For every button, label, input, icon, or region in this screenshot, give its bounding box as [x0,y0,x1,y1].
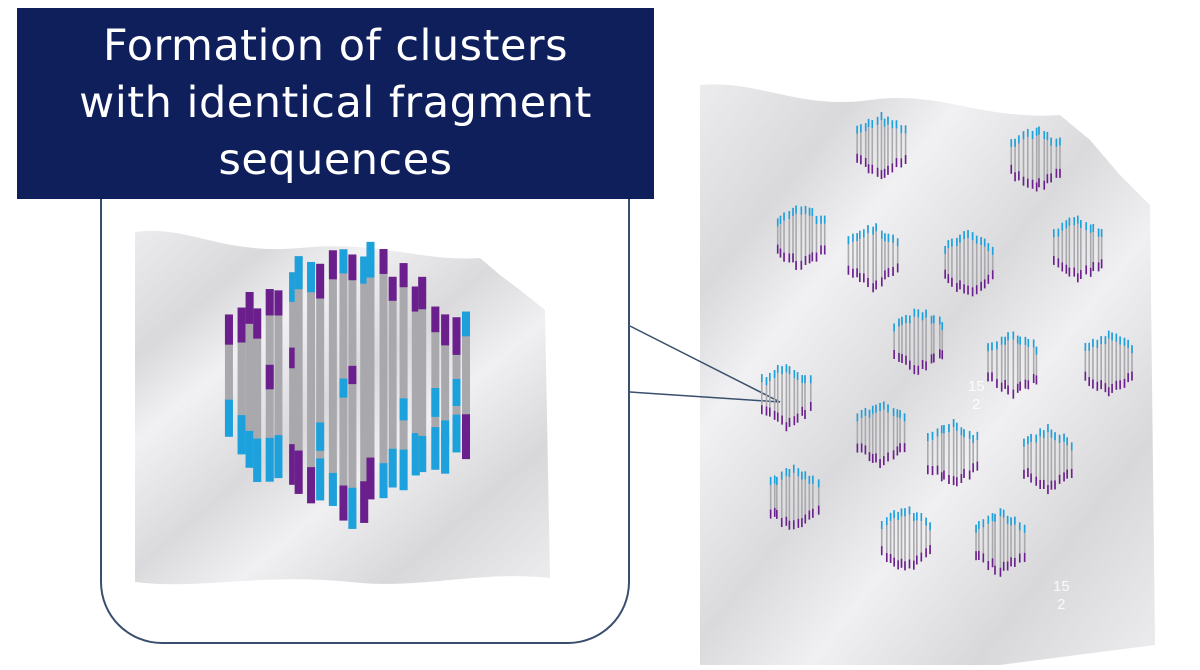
dna-cluster-icon [856,112,907,180]
fragment-strand [339,249,348,521]
watermark-number: 15 2 [968,378,985,413]
callout-connector-lower [629,391,781,403]
fragment-strand [289,272,298,485]
fragment-strand [348,254,357,529]
fragment-strand [431,306,440,470]
fragment-strand [441,314,450,474]
fragment-strand [379,249,388,499]
title-line-3: sequences [218,135,453,185]
dna-cluster-icon [847,223,899,293]
watermark-number: 15 2 [1053,578,1070,613]
dna-cluster-icon [893,308,944,375]
dna-cluster-icon [761,364,812,432]
fragment-strand [307,261,316,504]
fragment-strand [462,311,471,460]
fragment-strand [253,308,262,482]
dna-cluster-icon [975,508,1026,577]
dna-cluster-icon [927,419,979,487]
flowcell-surface [700,84,1155,665]
dna-cluster-icon [1023,424,1073,495]
diagram-title: Formation of clusters with identical fra… [17,8,654,199]
fragment-strand [245,291,254,468]
dna-cluster-icon [856,401,906,469]
fragment-strand [388,276,397,488]
dna-cluster-icon [987,331,1038,399]
fragment-strand [399,263,408,491]
fragment-strand [274,290,283,479]
fragment-strand [418,276,427,473]
fragment-strand [360,256,369,523]
dna-cluster-icon [944,229,994,297]
fragment-strand [265,289,274,482]
dna-cluster-icon [769,464,820,530]
fragment-strand [328,250,337,506]
fragment-strand [224,314,233,437]
callout-connector-upper [629,325,781,403]
dna-cluster-icon [1084,330,1133,397]
cluster-group [761,112,1133,577]
dna-cluster-icon [1010,126,1061,192]
dna-cluster-icon [1052,215,1103,283]
zoomed-cluster-icon [224,241,471,529]
fragment-strand [237,307,246,455]
dna-cluster-icon [880,506,931,571]
fragment-strand [316,263,325,501]
title-line-1: Formation of clusters [103,21,568,71]
title-line-2: with identical fragment [79,78,592,128]
fragment-strand [366,241,375,500]
fragment-strand [411,286,420,476]
dna-cluster-icon [776,205,826,270]
fragment-strand [452,317,461,453]
fragment-strand [294,256,303,494]
